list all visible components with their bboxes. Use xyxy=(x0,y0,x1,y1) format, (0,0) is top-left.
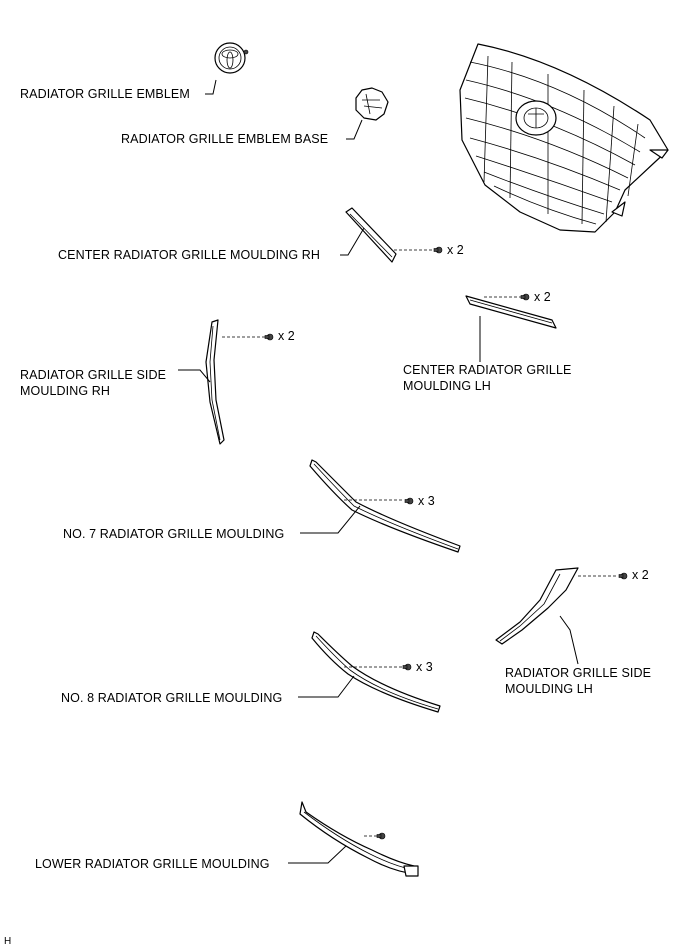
no7-moulding-label: NO. 7 RADIATOR GRILLE MOULDING xyxy=(63,527,285,541)
center-moulding-rh-part xyxy=(345,207,397,263)
clip-icon xyxy=(264,333,274,341)
side-moulding-rh-label: RADIATOR GRILLE SIDE MOULDING RH xyxy=(20,367,166,399)
side-moulding-rh-qty: x 2 xyxy=(278,329,295,343)
lower-moulding-label: LOWER RADIATOR GRILLE MOULDING xyxy=(35,857,270,871)
clip-icon xyxy=(520,293,530,301)
clip-icon xyxy=(376,832,386,840)
center-moulding-lh-label-line2: MOULDING LH xyxy=(403,379,491,393)
emblem-label: RADIATOR GRILLE EMBLEM xyxy=(20,87,190,101)
side-moulding-lh-part xyxy=(495,567,579,645)
lower-moulding-part xyxy=(299,801,419,877)
center-moulding-lh-label-line1: CENTER RADIATOR GRILLE xyxy=(403,363,572,377)
no8-moulding-part xyxy=(311,631,441,713)
center-moulding-rh-qty: x 2 xyxy=(447,243,464,257)
emblem-base-label: RADIATOR GRILLE EMBLEM BASE xyxy=(121,132,329,146)
side-moulding-rh-label-line2: MOULDING RH xyxy=(20,384,110,398)
radiator-grille-emblem-base-part xyxy=(355,87,389,121)
no8-moulding-qty: x 3 xyxy=(416,660,433,674)
center-moulding-rh-label: CENTER RADIATOR GRILLE MOULDING RH xyxy=(58,248,320,262)
side-moulding-rh-part xyxy=(205,319,225,445)
clip-icon xyxy=(404,497,414,505)
side-moulding-lh-qty: x 2 xyxy=(632,568,649,582)
clip-icon xyxy=(618,572,628,580)
side-moulding-lh-label-line2: MOULDING LH xyxy=(505,682,593,696)
side-moulding-lh-label-line1: RADIATOR GRILLE SIDE xyxy=(505,666,652,680)
radiator-grille-emblem-part xyxy=(214,42,249,74)
figure-code: H xyxy=(4,936,12,947)
no7-moulding-part xyxy=(309,459,461,553)
no8-moulding-label: NO. 8 RADIATOR GRILLE MOULDING xyxy=(61,691,283,705)
side-moulding-rh-label-line1: RADIATOR GRILLE SIDE xyxy=(20,368,167,382)
radiator-grille-illustration xyxy=(459,43,669,233)
center-moulding-lh-qty: x 2 xyxy=(534,290,551,304)
center-moulding-lh-label: CENTER RADIATOR GRILLE MOULDING LH xyxy=(403,362,571,394)
no7-moulding-qty: x 3 xyxy=(418,494,435,508)
clip-icon xyxy=(402,663,412,671)
center-moulding-lh-part xyxy=(465,295,557,329)
side-moulding-lh-label: RADIATOR GRILLE SIDE MOULDING LH xyxy=(505,665,651,697)
clip-icon xyxy=(433,246,443,254)
